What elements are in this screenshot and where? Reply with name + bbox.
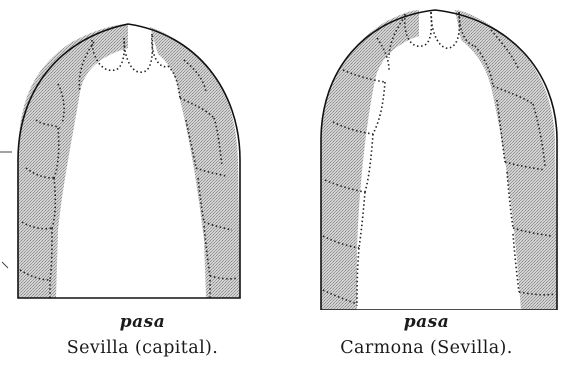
palatogram-right: pasa Carmona (Sevilla). bbox=[285, 0, 568, 372]
margin-tick bbox=[2, 262, 8, 268]
palate-diagram-left bbox=[0, 0, 285, 310]
caption-right: Carmona (Sevilla). bbox=[285, 338, 568, 358]
contact-area-right bbox=[321, 10, 557, 310]
phonetic-word-left: pasa bbox=[0, 312, 285, 332]
phonetic-word-right: pasa bbox=[285, 312, 568, 332]
palatogram-left: pasa Sevilla (capital). bbox=[0, 0, 285, 372]
caption-left: Sevilla (capital). bbox=[0, 338, 285, 358]
palate-diagram-right bbox=[285, 0, 568, 310]
